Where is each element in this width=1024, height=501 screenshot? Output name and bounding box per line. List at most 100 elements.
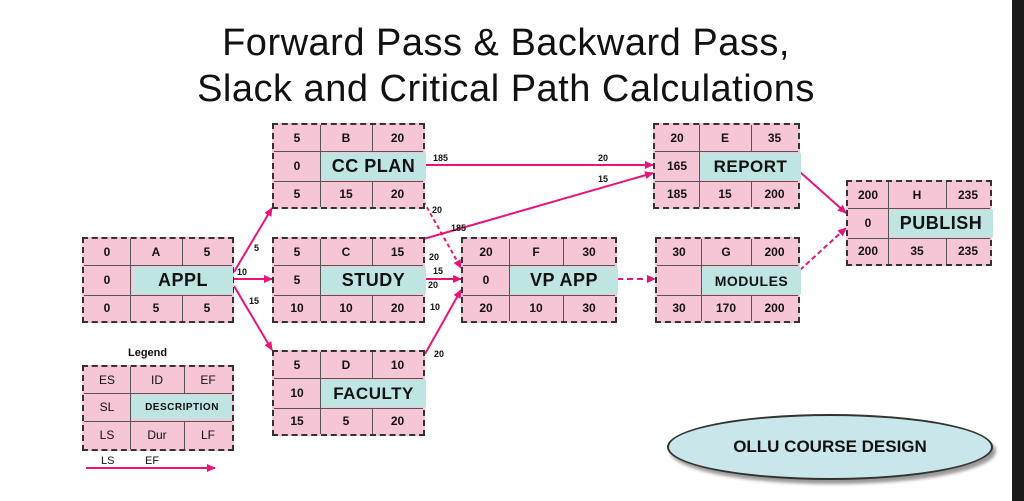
node-a-sl: 0 bbox=[103, 273, 111, 287]
edge-a-b bbox=[233, 207, 273, 273]
node-f-lf: 30 bbox=[582, 301, 596, 315]
edge-label-c-e-start: 185 bbox=[451, 223, 466, 233]
node-f-id: F bbox=[532, 245, 540, 259]
node-e-id: E bbox=[720, 131, 729, 145]
node-c-ef: 15 bbox=[390, 245, 405, 259]
edge-label-d-f-a: 10 bbox=[430, 302, 440, 312]
node-c-dur: 10 bbox=[339, 301, 353, 315]
edge-g-h bbox=[799, 227, 847, 271]
edge-label-a-c: 10 bbox=[237, 267, 247, 277]
title-line-1: Forward Pass & Backward Pass, bbox=[222, 22, 790, 64]
edge-d-f bbox=[424, 289, 462, 355]
node-f-description: VP APP bbox=[510, 267, 618, 294]
edge-label-a-d: 15 bbox=[249, 296, 259, 306]
node-a-ls: 0 bbox=[103, 301, 111, 315]
edge-c-e bbox=[419, 171, 654, 241]
node-c: 5 C 15 5 10 10 20 STUDY bbox=[272, 237, 426, 323]
node-d-ls: 15 bbox=[290, 414, 304, 428]
right-frame-edge bbox=[1012, 0, 1024, 501]
node-c-lf: 20 bbox=[390, 301, 405, 315]
node-h-id: H bbox=[912, 188, 922, 202]
node-b-ls: 5 bbox=[293, 187, 301, 201]
node-a-description: APPL bbox=[133, 267, 233, 294]
node-c-description: STUDY bbox=[321, 267, 426, 294]
node-f-ef: 30 bbox=[582, 245, 596, 259]
node-e: 20 E 35 165 185 15 200 REPORT bbox=[653, 123, 801, 209]
edge-label-c-f-1: 20 bbox=[429, 252, 439, 262]
title-line-2: Slack and Critical Path Calculations bbox=[197, 68, 815, 110]
edge-label-c-e-end: 15 bbox=[598, 174, 608, 184]
node-e-ef: 35 bbox=[767, 131, 782, 145]
node-g-ef: 200 bbox=[764, 245, 785, 259]
legend-es: ES bbox=[98, 373, 115, 387]
node-a-id: A bbox=[151, 245, 161, 259]
edge-label-c-f-3: 20 bbox=[428, 280, 438, 290]
edge-label-a-b: 5 bbox=[254, 243, 259, 253]
node-h-dur: 35 bbox=[910, 244, 924, 258]
node-c-ls: 10 bbox=[290, 301, 304, 315]
node-d-dur: 5 bbox=[342, 414, 350, 428]
node-b-sl: 0 bbox=[293, 159, 301, 173]
legend-id: ID bbox=[151, 373, 163, 387]
node-f-sl: 0 bbox=[482, 273, 490, 287]
node-h-lf: 235 bbox=[957, 244, 979, 258]
node-h-ef: 235 bbox=[957, 188, 979, 202]
node-d-sl: 10 bbox=[290, 386, 304, 400]
edge-label-b-e-end: 20 bbox=[598, 153, 608, 163]
node-a-es: 0 bbox=[103, 245, 111, 259]
legend-ls: LS bbox=[99, 428, 115, 442]
node-d-es: 5 bbox=[293, 358, 301, 372]
node-b-id: B bbox=[341, 131, 351, 145]
node-g-lf: 200 bbox=[764, 301, 785, 315]
node-f-dur: 10 bbox=[529, 301, 543, 315]
edge-label-d-f-b: 20 bbox=[434, 349, 444, 359]
node-e-es: 20 bbox=[670, 131, 684, 145]
node-d-description: FACULTY bbox=[321, 380, 426, 407]
edge-a-d bbox=[233, 285, 273, 351]
edge-label-c-f-2: 15 bbox=[433, 266, 443, 276]
node-h-sl: 0 bbox=[864, 216, 872, 230]
node-e-sl: 165 bbox=[666, 159, 688, 173]
node-a-dur: 5 bbox=[152, 301, 160, 315]
node-b-description: CC PLAN bbox=[321, 153, 426, 180]
node-a-ef: 5 bbox=[203, 245, 211, 259]
node-c-id: C bbox=[341, 245, 351, 259]
node-e-description: REPORT bbox=[700, 153, 801, 180]
node-f: 20 F 30 0 20 10 30 VP APP bbox=[461, 237, 618, 323]
node-e-ls: 185 bbox=[666, 187, 688, 201]
node-d-lf: 20 bbox=[390, 414, 405, 428]
node-e-dur: 15 bbox=[718, 187, 732, 201]
legend-lf: LF bbox=[200, 428, 215, 442]
legend-sl: SL bbox=[99, 400, 115, 414]
node-c-es: 5 bbox=[293, 245, 301, 259]
node-c-sl: 5 bbox=[293, 273, 301, 287]
legend-title: Legend bbox=[128, 347, 168, 359]
legend-dur: Dur bbox=[147, 428, 167, 442]
node-b-lf: 20 bbox=[390, 187, 405, 201]
node-b-ef: 20 bbox=[390, 131, 405, 145]
node-h-es: 200 bbox=[857, 188, 879, 202]
node-d-id: D bbox=[341, 358, 351, 372]
legend-arrow-ef: EF bbox=[145, 455, 160, 467]
node-a-lf: 5 bbox=[203, 301, 211, 315]
node-g-ls: 30 bbox=[672, 301, 686, 315]
node-h-description: PUBLISH bbox=[889, 210, 993, 237]
node-h-ls: 200 bbox=[857, 244, 879, 258]
node-g-dur: 170 bbox=[715, 301, 737, 315]
course-design-badge: OLLU COURSE DESIGN bbox=[667, 414, 993, 480]
node-e-lf: 200 bbox=[764, 187, 785, 201]
node-g-es: 30 bbox=[672, 245, 686, 259]
node-f-ls: 20 bbox=[479, 301, 493, 315]
legend-description: DESCRIPTION bbox=[132, 395, 232, 419]
node-g-sl bbox=[657, 265, 701, 295]
node-f-es: 20 bbox=[479, 245, 493, 259]
edge-label-b-e-start: 185 bbox=[433, 153, 448, 163]
node-b-es: 5 bbox=[293, 131, 301, 145]
